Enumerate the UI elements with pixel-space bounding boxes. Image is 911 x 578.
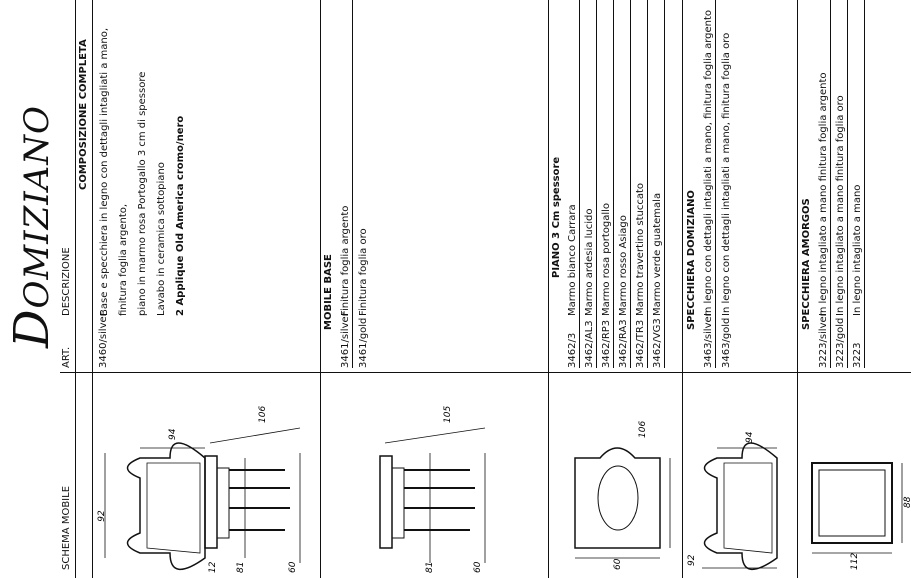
desc: In legno con dettagli intagliati a mano,… [703, 9, 714, 316]
dim-label: 92 [97, 510, 107, 522]
code: 3462/AL3 [584, 320, 595, 368]
brand-initial: D [4, 308, 60, 348]
section-divider [548, 0, 549, 578]
section-title-mobile-base: MOBILE BASE [323, 254, 334, 330]
dim-label: 60 [613, 558, 623, 570]
code: 3462/RP3 [601, 319, 612, 368]
dim-label: 60 [473, 561, 483, 573]
code: 3462/TR3 [635, 319, 646, 368]
countertop-outline [574, 447, 661, 549]
dim-label: 94 [745, 431, 755, 443]
dim-label: 112 [850, 553, 860, 570]
desc: In legno intagliato a mano finitura fogl… [818, 72, 829, 317]
desc: Finitura foglia oro [358, 228, 369, 316]
dim-label: 106 [638, 421, 648, 438]
desc-line: Lavabo in ceramica sottopiano [156, 162, 167, 316]
desc: Marmo travertino stuccato [635, 182, 646, 316]
dim-label: 105 [443, 406, 453, 423]
drawing-mobile-base: 81 60 105 [379, 406, 486, 573]
desc: Finitura foglia argento [340, 205, 351, 316]
header-art: ART. [61, 346, 72, 368]
desc-line: finitura foglia argento, [118, 203, 129, 316]
section-title-piano: PIANO 3 Cm spessore [551, 156, 562, 278]
code: 3462/VG3 [652, 318, 663, 368]
column-separator [60, 372, 911, 373]
desc-3460: Base e specchiera in legno con dettagli … [96, 28, 188, 316]
code: 3463/gold [721, 317, 732, 368]
mirror-outline [126, 442, 206, 570]
desc: Marmo verde guatemala [652, 192, 663, 316]
code: 3462/3 [567, 332, 578, 368]
code: 3463/silver [703, 312, 714, 368]
header-schema: SCHEMA MOBILE [61, 485, 72, 570]
desc-line: piano in marmo rosa Portogallo 3 cm di s… [137, 71, 148, 316]
desc: Marmo ardesia lucido [584, 208, 595, 316]
dim-label: 88 [903, 496, 911, 508]
mirror-outline [703, 442, 778, 570]
desc: In legno con dettagli intagliati a mano,… [721, 32, 732, 316]
dim-label: 94 [168, 428, 178, 440]
dim-label: 92 [687, 554, 697, 566]
desc: In legno intagliato a mano finitura fogl… [835, 95, 846, 316]
desc-line: Base e specchiera in legno con dettagli … [99, 27, 110, 316]
code: 3223 [852, 342, 863, 368]
code: 3461/silver [340, 312, 351, 368]
dim-label: 106 [258, 406, 268, 423]
section-title-specchiera-amorgos: SPECCHIERA AMORGOS [801, 198, 812, 330]
brand-rest: OMIZIANO [17, 105, 57, 309]
header-descr: DESCRIZIONE [61, 247, 72, 316]
dim-label: 81 [236, 562, 246, 573]
code: 3223/gold [835, 317, 846, 368]
dim-label: 60 [288, 561, 298, 573]
code-3460: 3460/silver [98, 312, 109, 368]
dim-label: 81 [425, 562, 435, 573]
desc: In legno intagliato a mano [852, 184, 863, 316]
drawing-specchiera-domiziano: 94 92 [687, 431, 778, 570]
section-title-specchiera-domiziano: SPECCHIERA DOMIZIANO [686, 190, 697, 330]
section-title-composizione: COMPOSIZIONE COMPLETA [78, 39, 89, 190]
drawing-specchiera-amorgos: 112 88 [811, 462, 911, 570]
header-rule [75, 0, 76, 578]
code: 3223/silver [818, 312, 829, 368]
brand-title: DOMIZIANO [4, 105, 60, 348]
header-rule-2 [92, 0, 93, 578]
desc: Marmo bianco Carrara [567, 204, 578, 316]
code: 3462/RA3 [618, 319, 629, 368]
drawing-piano: 60 106 [574, 421, 671, 570]
desc: Marmo rosso Asiago [618, 215, 629, 316]
desc: Marmo rosa portogallo [601, 202, 612, 316]
desc-line-bold: 2 Applique Old America cromo/nero [175, 115, 186, 316]
drawing-composizione: 92 94 106 12 81 60 [97, 406, 301, 573]
code: 3461/gold [358, 317, 369, 368]
dim-label: 12 [208, 561, 218, 573]
